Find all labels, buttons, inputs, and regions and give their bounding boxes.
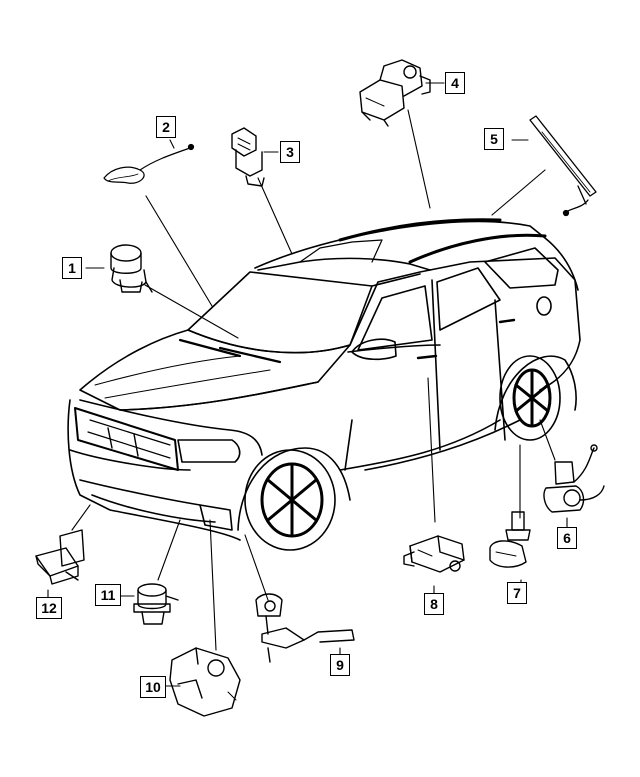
callout-3: 3 (280, 141, 300, 163)
callout-10: 10 (140, 676, 166, 698)
callout-9: 9 (330, 654, 350, 676)
rain-sensor-bar-icon (529, 115, 597, 217)
vehicle-illustration (67, 218, 581, 551)
callout-12: 12 (36, 597, 62, 619)
round-sensor-icon (133, 583, 179, 625)
sensor-plug-icon (110, 244, 153, 293)
callout-7: 7 (507, 582, 527, 604)
switch-sensor-icon (231, 127, 265, 187)
bracket-sensor-icon (35, 529, 85, 585)
callout-2: 2 (156, 116, 176, 138)
callout-1: 1 (62, 257, 82, 279)
impact-sensor-icon (403, 535, 465, 573)
tpms-valve-icon (489, 511, 531, 568)
height-sensor-icon (543, 444, 605, 513)
callout-8: 8 (424, 593, 444, 615)
callout-11: 11 (95, 584, 121, 606)
callout-6: 6 (557, 527, 577, 549)
wire-sensor-icon (103, 143, 195, 184)
callout-4: 4 (445, 72, 465, 94)
bumper-sensor-icon (169, 647, 241, 717)
leader-lines (47, 82, 568, 687)
pressure-sensor-icon (359, 59, 431, 127)
callout-5: 5 (484, 128, 504, 150)
level-sensor-linkage-icon (255, 593, 355, 663)
